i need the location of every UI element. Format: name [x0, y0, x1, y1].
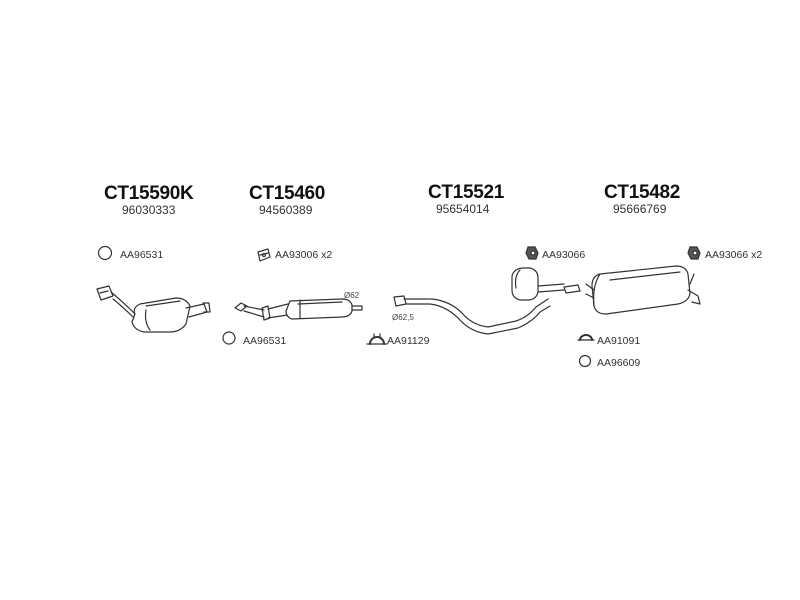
accessory-label-6: AA91129: [387, 335, 430, 347]
diameter-label-1: Ø62: [344, 291, 360, 300]
rubber-mount-icon: [525, 246, 539, 260]
part-oe-front-pipe: 94560389: [259, 203, 313, 217]
front-pipe-icon: [234, 298, 363, 321]
accessory-label-1: AA96531: [120, 249, 164, 261]
accessory-label-2: AA93006 x2: [275, 249, 333, 261]
middle-pipe-icon: [393, 267, 581, 335]
part-code-front-pipe: CT15460: [249, 183, 326, 204]
part-oe-rear-silencer: 95666769: [613, 202, 667, 216]
part-oe-middle-pipe: 95654014: [436, 202, 490, 216]
rubber-mount-icon: [687, 246, 701, 260]
gasket-ring-icon: [97, 245, 113, 261]
part-oe-cat: 96030333: [122, 203, 176, 217]
accessory-label-7: AA91091: [597, 335, 641, 347]
accessory-label-5: AA96531: [243, 335, 287, 347]
catalytic-converter-icon: [96, 285, 211, 333]
part-code-cat: CT15590K: [104, 183, 194, 204]
gasket-ring-icon: [578, 354, 592, 368]
gasket-ring-icon: [222, 331, 236, 345]
accessory-label-3: AA93066: [542, 249, 586, 261]
rear-silencer-icon: [585, 265, 701, 315]
accessory-label-8: AA96609: [597, 357, 641, 369]
accessory-label-4: AA93066 x2: [705, 249, 763, 261]
rubber-mount-icon: [257, 248, 271, 262]
part-code-middle-pipe: CT15521: [428, 182, 505, 203]
diameter-label-2: Ø62,5: [392, 313, 414, 322]
clamp-icon: [366, 333, 388, 345]
clamp-icon: [577, 334, 595, 341]
part-code-rear-silencer: CT15482: [604, 182, 681, 203]
